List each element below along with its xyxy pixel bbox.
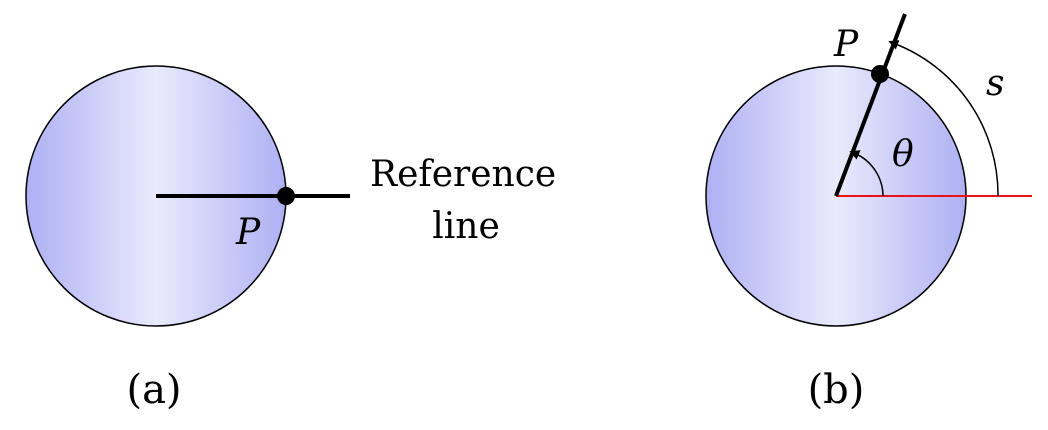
- angle-label: θ: [892, 134, 914, 175]
- arc-length-s: [888, 40, 999, 197]
- caption-b: (b): [808, 367, 865, 413]
- point-p-b: [871, 65, 889, 83]
- arc-label: s: [986, 63, 1004, 104]
- panel-b: P θ s (b): [705, 13, 1032, 413]
- panel-a: P Reference line (a): [25, 65, 556, 413]
- caption-a: (a): [126, 367, 181, 413]
- point-label-a: P: [235, 212, 261, 253]
- point-label-b: P: [833, 24, 859, 65]
- angle-arc: [849, 150, 884, 197]
- reference-label-line2: line: [432, 206, 500, 247]
- point-p-a: [277, 187, 295, 205]
- reference-label-line1: Reference: [370, 154, 556, 195]
